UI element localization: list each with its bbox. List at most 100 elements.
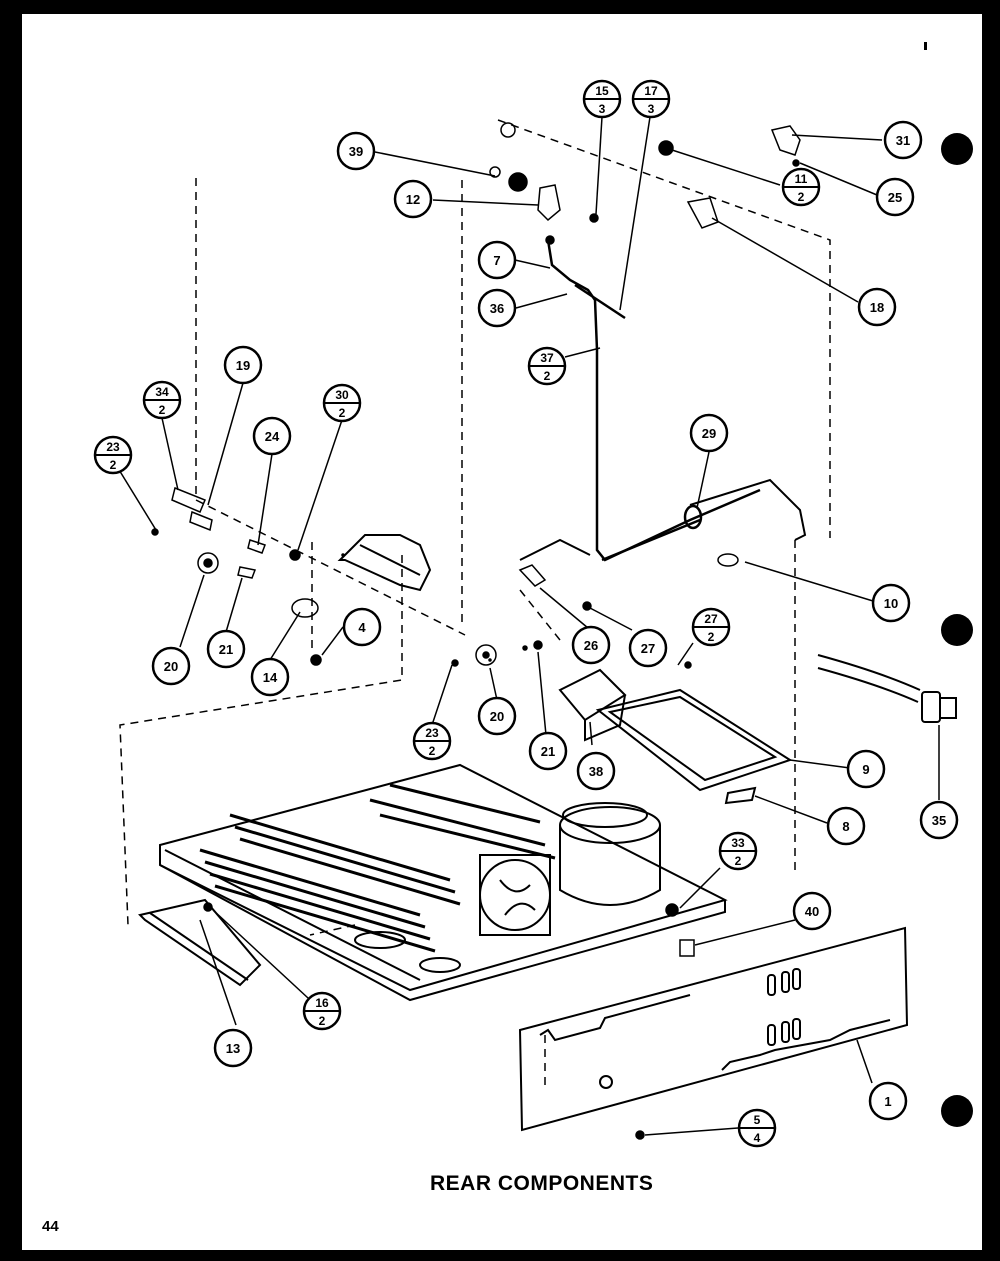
callout-text: 40 [805, 904, 819, 919]
callout-text: 4 [358, 620, 366, 635]
callout-12: 12 [393, 179, 433, 219]
callout-labels: 1454789101121213141531621731819202021212… [93, 79, 959, 1148]
callout-27: 27 [628, 628, 668, 668]
callout-text: 27 [641, 641, 655, 656]
callout-18: 18 [857, 287, 897, 327]
callout-16-2: 162 [302, 991, 342, 1031]
callout-text: 15 [595, 84, 609, 98]
callout-text: 31 [896, 133, 910, 148]
callout-38: 38 [576, 751, 616, 791]
callout-39: 39 [336, 131, 376, 171]
callout-text: 2 [708, 630, 715, 644]
callout-text: 38 [589, 764, 603, 779]
callout-circle [342, 607, 382, 647]
callout-circle [206, 629, 246, 669]
callout-circle [846, 749, 886, 789]
callout-20a: 20 [151, 646, 191, 686]
page-number: 44 [42, 1218, 59, 1235]
evaporator-cover [337, 478, 807, 592]
callout-text: 39 [349, 144, 363, 159]
drawing-sheet [22, 14, 982, 1250]
callout-text: 34 [155, 385, 169, 399]
callout-circle [477, 240, 517, 280]
callout-23-2a: 232 [93, 435, 133, 475]
callout-40: 40 [792, 891, 832, 931]
callout-7: 7 [477, 240, 517, 280]
callout-text: 2 [159, 403, 166, 417]
callout-text: 8 [842, 819, 849, 834]
callout-11-2: 112 [781, 167, 821, 207]
callout-33-2: 332 [718, 831, 758, 871]
rear-panel [518, 926, 909, 1132]
callout-5-4: 54 [737, 1108, 777, 1148]
callout-text: 27 [704, 612, 718, 626]
callout-text: 30 [335, 388, 349, 402]
callout-circle [252, 416, 292, 456]
callout-23-2b: 232 [412, 721, 452, 761]
callout-text: 20 [490, 709, 504, 724]
callout-text: 23 [425, 726, 439, 740]
callout-circle [875, 177, 915, 217]
callout-circle [871, 583, 911, 623]
callout-circle [868, 1081, 908, 1121]
callout-circle [571, 625, 611, 665]
callout-17-3: 173 [631, 79, 671, 119]
callout-circle [250, 657, 290, 697]
callout-text: 37 [540, 351, 554, 365]
callout-text: 23 [106, 440, 120, 454]
callout-circle [528, 731, 568, 771]
callout-text: 21 [219, 642, 233, 657]
callout-circle [576, 751, 616, 791]
condenser-fan [479, 854, 551, 936]
callout-text: 33 [731, 836, 745, 850]
callout-circle [826, 806, 866, 846]
callout-30-2: 302 [322, 383, 362, 423]
callout-text: 21 [541, 744, 555, 759]
callout-circle [792, 891, 832, 931]
callout-36: 36 [477, 288, 517, 328]
callout-text: 7 [493, 253, 500, 268]
callout-29: 29 [689, 413, 729, 453]
callout-circle [393, 179, 433, 219]
callout-text: 12 [406, 192, 420, 207]
callout-circle [336, 131, 376, 171]
callout-text: 2 [544, 369, 551, 383]
diagram-title: REAR COMPONENTS [430, 1172, 654, 1195]
base-pan [159, 763, 728, 1002]
callout-text: 25 [888, 190, 902, 205]
callout-text: 17 [644, 84, 658, 98]
callout-text: 2 [429, 744, 436, 758]
callout-text: 16 [315, 996, 329, 1010]
callout-text: 2 [798, 190, 805, 204]
callout-1: 1 [868, 1081, 908, 1121]
callout-25: 25 [875, 177, 915, 217]
callout-15-3: 153 [582, 79, 622, 119]
toe-grille [138, 898, 262, 987]
callout-text: 2 [339, 406, 346, 420]
stray-marks [924, 42, 927, 50]
callout-text: 14 [263, 670, 278, 685]
callout-text: 9 [862, 762, 869, 777]
leader-lines [112, 116, 940, 1136]
callout-21b: 21 [528, 731, 568, 771]
callout-text: 10 [884, 596, 898, 611]
water-tube [546, 239, 761, 562]
callout-37-2: 372 [527, 346, 567, 386]
callout-8: 8 [826, 806, 866, 846]
callout-text: 5 [754, 1113, 761, 1127]
callout-circle [477, 288, 517, 328]
callout-circle [857, 287, 897, 327]
callout-circle [628, 628, 668, 668]
callout-circle [223, 345, 263, 385]
callout-13: 13 [213, 1028, 253, 1068]
callout-circle [919, 800, 959, 840]
callout-text: 19 [236, 358, 250, 373]
callout-20b: 20 [477, 696, 517, 736]
compressor [559, 802, 661, 906]
callout-text: 2 [735, 854, 742, 868]
binder-holes [941, 133, 973, 1127]
callout-text: 2 [319, 1014, 326, 1028]
callout-circle [689, 413, 729, 453]
callout-circle [213, 1028, 253, 1068]
